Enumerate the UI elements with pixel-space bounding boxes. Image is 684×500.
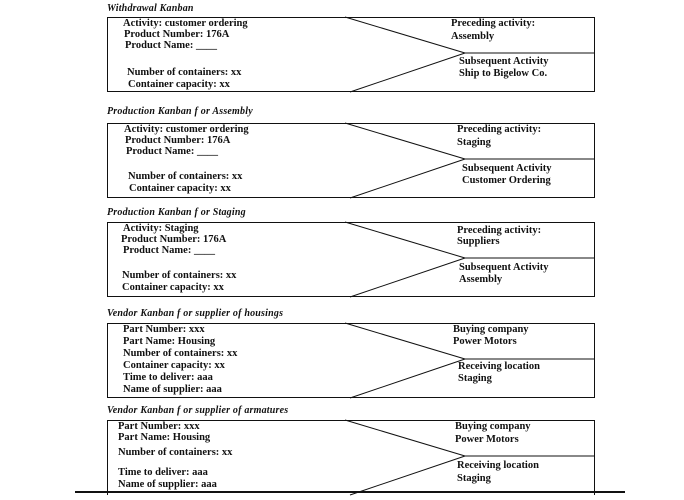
right-top-field: Preceding activity: <box>451 18 536 29</box>
right-bottom-field: Assembly <box>459 274 503 285</box>
left-field: Container capacity: xx <box>129 183 231 194</box>
left-field: Product Number: 176A <box>125 135 231 146</box>
right-bottom-field: Staging <box>458 373 492 384</box>
kanban-title: Production Kanban f or Staging <box>107 207 246 218</box>
diagonal-upper-line <box>344 122 466 160</box>
left-field: Container capacity: xx <box>123 360 225 371</box>
diagonal-upper-line <box>344 322 466 360</box>
left-field: Product Name: ____ <box>126 146 218 157</box>
diagonal-lower-line <box>349 358 466 399</box>
right-top-field: Buying company <box>455 421 531 432</box>
diagonal-lower-line <box>349 257 466 298</box>
right-bottom-field: Subsequent Activity <box>462 163 552 174</box>
kanban-title: Production Kanban f or Assembly <box>107 106 253 117</box>
right-top-field: Preceding activity: <box>457 225 542 236</box>
left-field: Product Number: 176A <box>124 29 230 40</box>
left-field: Product Number: 176A <box>121 234 227 245</box>
right-bottom-field: Subsequent Activity <box>459 56 549 67</box>
left-field: Part Number: xxx <box>123 324 205 335</box>
kanban-title: Vendor Kanban f or supplier of armatures <box>107 405 289 416</box>
right-bottom-field: Ship to Bigelow Co. <box>459 68 548 79</box>
left-field: Part Number: xxx <box>118 421 200 432</box>
right-bottom-field: Subsequent Activity <box>459 262 549 273</box>
diagonal-upper-line <box>344 221 466 259</box>
left-field: Activity: customer ordering <box>123 18 248 29</box>
kanban-divider-lines <box>344 16 595 93</box>
left-field: Time to deliver: aaa <box>118 467 208 478</box>
right-top-field: Power Motors <box>455 434 519 445</box>
right-top-field: Preceding activity: <box>457 124 542 135</box>
diagonal-upper-line <box>344 16 466 54</box>
left-field: Part Name: Housing <box>123 336 216 347</box>
right-bottom-field: Receiving location <box>457 460 539 471</box>
left-field: Activity: customer ordering <box>124 124 249 135</box>
kanban-divider-lines <box>344 221 595 298</box>
diagonal-lower-line <box>349 158 466 199</box>
kanban-title: Vendor Kanban f or supplier of housings <box>107 308 284 319</box>
left-field: Time to deliver: aaa <box>123 372 213 383</box>
diagonal-lower-line <box>349 52 466 93</box>
left-field: Number of containers: xx <box>127 67 242 78</box>
kanban-divider-lines <box>344 122 595 199</box>
right-top-field: Assembly <box>451 31 495 42</box>
page-bottom-rule <box>75 491 625 493</box>
diagonal-lower-line <box>349 455 466 496</box>
kanban-title: Withdrawal Kanban <box>107 3 194 14</box>
left-field: Number of containers: xx <box>128 171 243 182</box>
right-bottom-field: Receiving location <box>458 361 540 372</box>
right-bottom-field: Staging <box>457 473 491 484</box>
left-field: Number of containers: xx <box>123 348 238 359</box>
left-field: Product Name: ____ <box>125 40 217 51</box>
diagonal-upper-line <box>344 419 466 457</box>
right-bottom-field: Customer Ordering <box>462 175 551 186</box>
left-field: Activity: Staging <box>123 223 199 234</box>
kanban-divider-lines <box>344 322 595 399</box>
left-field: Number of containers: xx <box>118 447 233 458</box>
left-field: Part Name: Housing <box>118 432 211 443</box>
right-top-field: Buying company <box>453 324 529 335</box>
left-field: Container capacity: xx <box>122 282 224 293</box>
left-field: Number of containers: xx <box>122 270 237 281</box>
left-field: Name of supplier: aaa <box>123 384 222 395</box>
left-field: Container capacity: xx <box>128 79 230 90</box>
left-field: Name of supplier: aaa <box>118 479 217 490</box>
right-top-field: Staging <box>457 137 491 148</box>
right-top-field: Suppliers <box>457 236 500 247</box>
right-top-field: Power Motors <box>453 336 517 347</box>
left-field: Product Name: ____ <box>123 245 215 256</box>
kanban-divider-lines <box>344 419 595 496</box>
